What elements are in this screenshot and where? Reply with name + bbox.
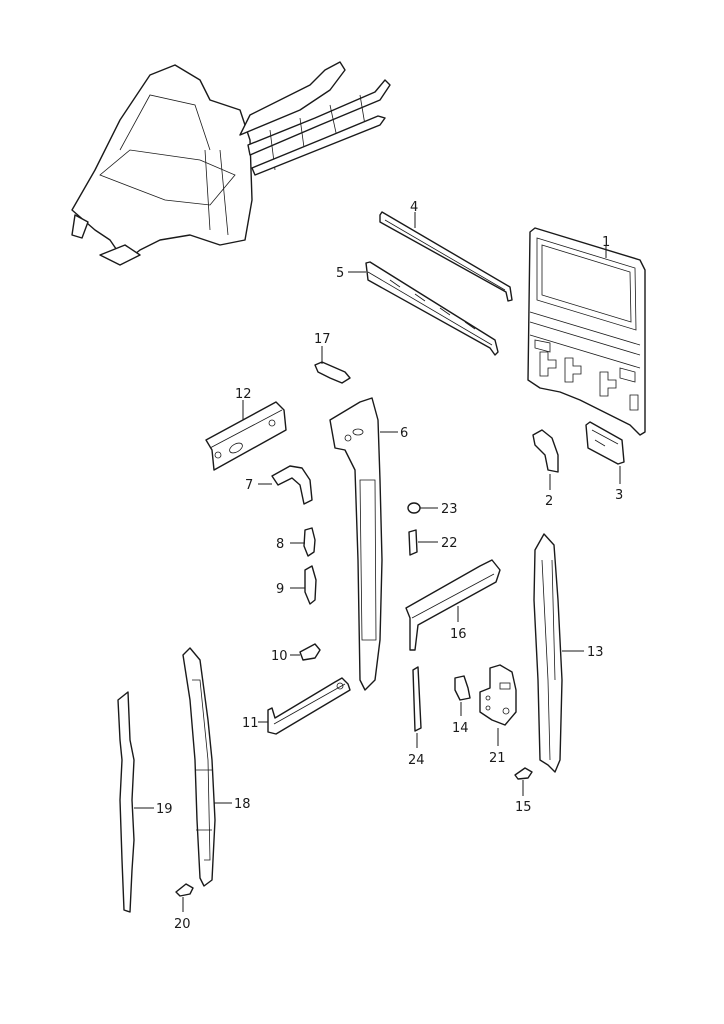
callout-11: 11 — [242, 716, 259, 731]
part-23-grommet — [407, 502, 438, 514]
callout-20: 20 — [174, 917, 191, 932]
part-1-rear-panel — [527, 227, 646, 436]
callout-19: 19 — [156, 802, 173, 817]
part-15-clip — [514, 767, 533, 796]
part-11-step-sill — [258, 677, 351, 735]
callout-15: 15 — [515, 800, 532, 815]
callout-7: 7 — [245, 478, 253, 493]
part-10-clip — [290, 643, 321, 661]
callout-9: 9 — [276, 582, 284, 597]
part-14-plate — [454, 675, 471, 716]
callout-6: 6 — [400, 426, 408, 441]
callout-10: 10 — [271, 649, 288, 664]
callout-18: 18 — [234, 797, 251, 812]
callout-12: 12 — [235, 387, 252, 402]
part-22-small-plate — [408, 529, 438, 556]
part-16-sill-cover — [405, 559, 501, 651]
callout-14: 14 — [452, 721, 469, 736]
callout-1: 1 — [602, 235, 610, 250]
part-5-lower-rail — [348, 261, 499, 356]
part-20-clip — [175, 883, 194, 912]
part-6-pillar — [329, 397, 398, 691]
callout-4: 4 — [410, 200, 418, 215]
part-3-reinforcement-plate — [585, 421, 625, 484]
chassis-frame-overview — [71, 61, 391, 266]
part-2-curved-bracket — [532, 429, 559, 490]
part-18-pillar — [182, 647, 232, 887]
callout-21: 21 — [489, 751, 506, 766]
callout-2: 2 — [545, 494, 553, 509]
part-19-pillar-strip — [117, 691, 154, 913]
part-13-rear-pillar — [533, 533, 584, 773]
part-24-strip — [412, 666, 422, 748]
callout-8: 8 — [276, 537, 284, 552]
callout-24: 24 — [408, 753, 425, 768]
callout-22: 22 — [441, 536, 458, 551]
callout-5: 5 — [336, 266, 344, 281]
part-9-bracket — [290, 565, 317, 605]
part-12-bracket-plate — [205, 400, 287, 471]
part-21-lock-housing — [479, 664, 517, 746]
part-8-bracket — [290, 527, 316, 557]
part-17-clip — [314, 346, 351, 384]
callout-23: 23 — [441, 502, 458, 517]
callout-17: 17 — [314, 332, 331, 347]
callout-16: 16 — [450, 627, 467, 642]
part-7-arch-piece — [258, 465, 313, 505]
callout-13: 13 — [587, 645, 604, 660]
callout-3: 3 — [615, 488, 623, 503]
part-4-upper-rail — [379, 211, 513, 302]
